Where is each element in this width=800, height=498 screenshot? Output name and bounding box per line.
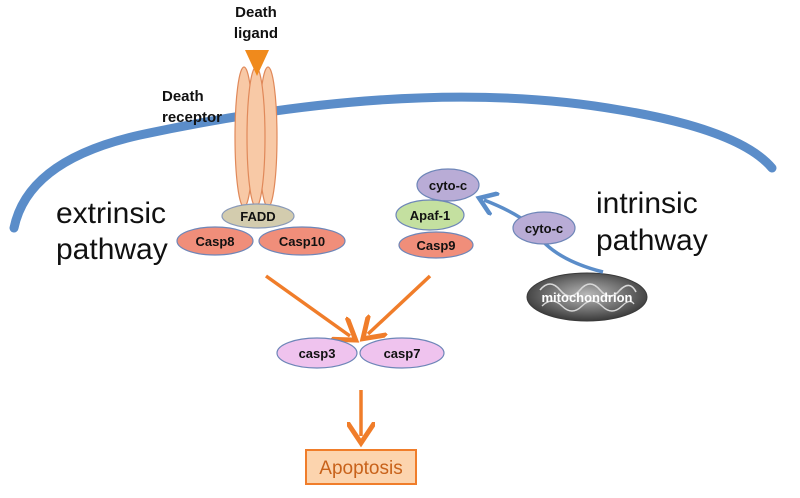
svg-text:Apoptosis: Apoptosis [319, 458, 402, 479]
intrinsic-label-1: intrinsic [596, 187, 698, 220]
intrinsic-to-executioner-arrow [368, 274, 432, 334]
svg-text:Casp10: Casp10 [279, 234, 325, 249]
casp8-protein: Casp8 [176, 226, 254, 256]
death-receptor [234, 66, 278, 208]
death-ligand-triangle [245, 50, 269, 76]
svg-text:Apaf-1: Apaf-1 [410, 208, 450, 223]
death-ligand-label-2: ligand [234, 25, 278, 42]
apoptosis-box: Apoptosis [305, 449, 417, 485]
death-receptor-label-2: receptor [162, 109, 222, 126]
casp7-protein: casp7 [359, 337, 445, 369]
svg-text:cyto-c: cyto-c [525, 221, 563, 236]
svg-text:Casp8: Casp8 [195, 234, 234, 249]
cytoc-complex-protein: cyto-c [416, 168, 480, 202]
svg-text:Casp9: Casp9 [416, 238, 455, 253]
death-ligand-label-1: Death [235, 4, 277, 21]
svg-text:casp3: casp3 [299, 346, 336, 361]
fadd-protein: FADD [221, 203, 295, 229]
extrinsic-label-2: pathway [56, 233, 168, 266]
svg-text:cyto-c: cyto-c [429, 178, 467, 193]
extrinsic-to-executioner-arrow [264, 274, 350, 336]
svg-text:mitochondrion: mitochondrion [542, 290, 633, 305]
cell-membrane [9, 92, 777, 233]
casp9-protein: Casp9 [398, 231, 474, 259]
death-receptor-label-1: Death [162, 88, 204, 105]
intrinsic-label-2: pathway [596, 224, 708, 257]
casp3-protein: casp3 [276, 337, 358, 369]
mitochondrion: mitochondrion [526, 272, 648, 322]
casp10-protein: Casp10 [258, 226, 346, 256]
svg-text:casp7: casp7 [384, 346, 421, 361]
cytoc-free-protein: cyto-c [512, 211, 576, 245]
apaf1-protein: Apaf-1 [395, 199, 465, 231]
svg-text:FADD: FADD [240, 209, 275, 224]
extrinsic-label-1: extrinsic [56, 197, 166, 230]
